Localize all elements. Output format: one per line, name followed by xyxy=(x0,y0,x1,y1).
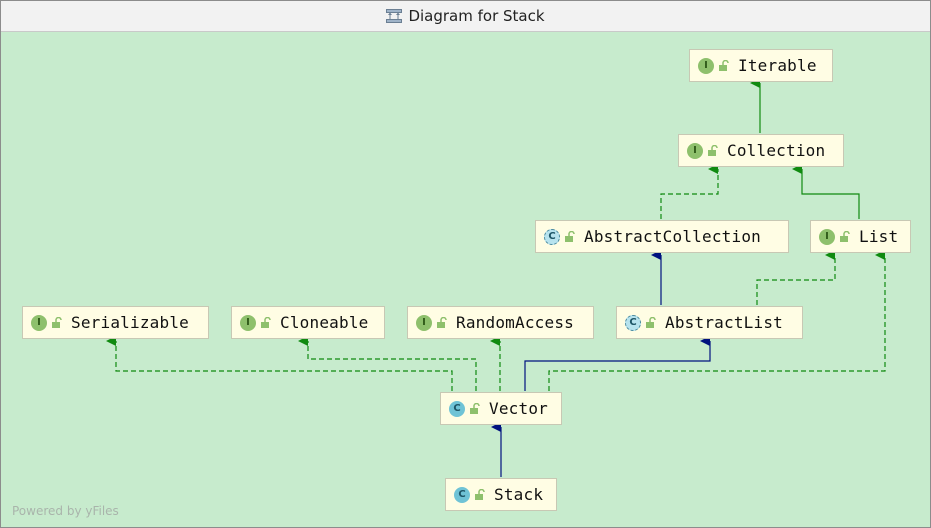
edge-vector-list xyxy=(548,250,886,391)
node-label: RandomAccess xyxy=(456,313,574,332)
interface-icon: I xyxy=(240,314,256,331)
node-label: AbstractCollection xyxy=(584,227,761,246)
abstract-class-icon: C xyxy=(544,228,560,245)
node-vector[interactable]: C Vector xyxy=(440,392,562,425)
node-cloneable[interactable]: I Cloneable xyxy=(231,306,385,339)
interface-icon: I xyxy=(819,228,835,245)
node-abstractcollection[interactable]: C AbstractCollection xyxy=(535,220,789,253)
interface-icon: I xyxy=(31,314,47,331)
title-bar: Diagram for Stack xyxy=(1,1,930,32)
node-label: Cloneable xyxy=(280,313,369,332)
edge-vector-cloneable xyxy=(298,336,477,391)
edge-abstractcollection-collection xyxy=(660,164,719,219)
node-stack[interactable]: C Stack xyxy=(445,478,557,511)
class-icon: C xyxy=(454,486,470,503)
lock-icon xyxy=(261,316,271,328)
lock-icon xyxy=(470,402,480,414)
lock-icon xyxy=(565,230,575,242)
node-randomaccess[interactable]: I RandomAccess xyxy=(407,306,594,339)
node-serializable[interactable]: I Serializable xyxy=(22,306,209,339)
edges-layer xyxy=(106,78,886,477)
node-iterable[interactable]: I Iterable xyxy=(689,49,833,82)
lock-icon xyxy=(646,316,656,328)
diagram-canvas[interactable]: I Iterable I Collection C AbstractCollec… xyxy=(1,32,930,527)
node-label: Collection xyxy=(727,141,826,160)
interface-icon: I xyxy=(416,314,432,331)
lock-icon xyxy=(719,59,729,71)
lock-icon xyxy=(475,488,485,500)
abstract-class-icon: C xyxy=(625,314,641,331)
diagram-icon xyxy=(386,9,403,23)
powered-by-label: Powered by yFiles xyxy=(12,504,119,518)
class-icon: C xyxy=(449,400,465,417)
edge-abstractlist-list xyxy=(756,250,836,305)
node-label: AbstractList xyxy=(665,313,783,332)
lock-icon xyxy=(437,316,447,328)
node-label: Vector xyxy=(489,399,548,418)
edge-list-collection xyxy=(792,164,860,219)
lock-icon xyxy=(708,144,718,156)
interface-icon: I xyxy=(687,142,703,159)
node-abstractlist[interactable]: C AbstractList xyxy=(616,306,803,339)
lock-icon xyxy=(52,316,62,328)
edge-vector-serializable xyxy=(106,336,453,391)
node-list[interactable]: I List xyxy=(810,220,911,253)
lock-icon xyxy=(840,230,850,242)
node-collection[interactable]: I Collection xyxy=(678,134,844,167)
node-label: Serializable xyxy=(71,313,189,332)
node-label: Iterable xyxy=(738,56,817,75)
node-label: Stack xyxy=(494,485,544,504)
node-label: List xyxy=(859,227,899,246)
interface-icon: I xyxy=(698,57,714,74)
edge-vector-abstractlist xyxy=(524,336,711,391)
window-title: Diagram for Stack xyxy=(408,7,545,25)
